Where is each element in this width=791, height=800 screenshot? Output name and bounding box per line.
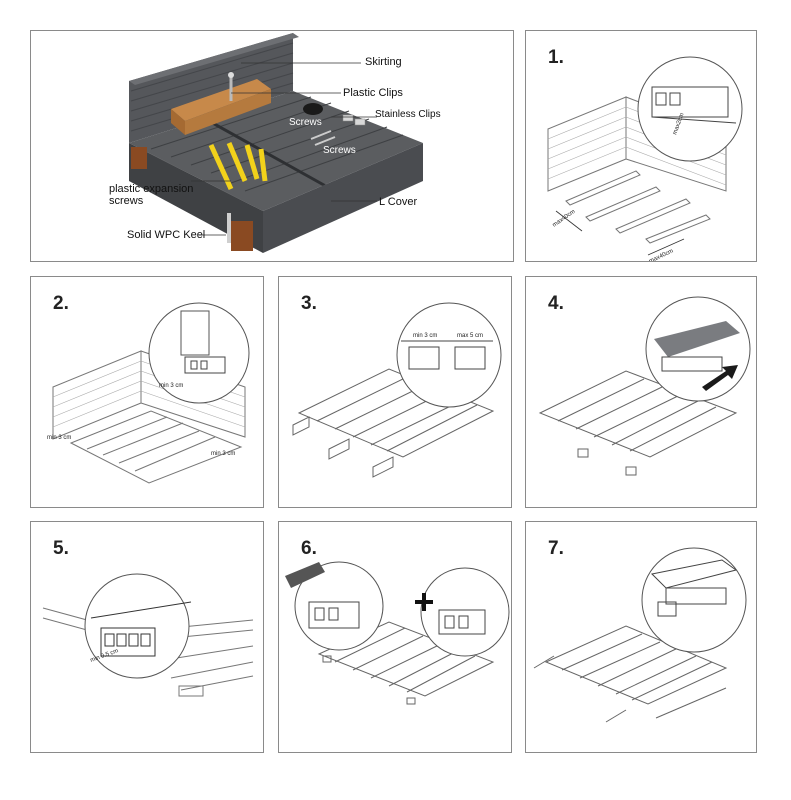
step-1-illustration: max40cm max40cm max2cm xyxy=(547,56,743,262)
step3-dim-1: max 5 cm xyxy=(457,333,483,339)
expansion-screws xyxy=(208,142,268,191)
step-6-illustration xyxy=(285,561,510,705)
step-4-number: 4. xyxy=(548,293,564,314)
step1-dim-2: max40cm xyxy=(648,248,674,262)
step2-zoom-circle xyxy=(148,302,250,404)
step-2-number: 2. xyxy=(53,293,69,314)
step-7-panel: 7. xyxy=(525,521,757,753)
expansion-screws-label: plastic expansion screws xyxy=(109,183,194,207)
step1-dim-1: max40cm xyxy=(552,209,577,229)
step-5-illustration: min 0.5 cm xyxy=(42,573,254,697)
step-3-panel: min 3 cm max 5 cm 3. xyxy=(278,276,512,508)
step4-zoom-circle xyxy=(645,296,751,402)
step-1-panel: max40cm max40cm max2cm 1. xyxy=(525,30,757,262)
l-cover xyxy=(263,143,423,253)
step-3-number: 3. xyxy=(301,293,317,314)
l-cover-label: L Cover xyxy=(379,196,418,208)
step6-zoom-right xyxy=(420,567,510,657)
plastic-clips-label: Plastic Clips xyxy=(343,87,403,99)
step-7-illustration xyxy=(533,547,747,723)
black-clip xyxy=(303,103,323,115)
plastic-clip-block xyxy=(171,79,271,121)
drill-icon xyxy=(285,562,325,588)
stainless-clips-label: Stainless Clips xyxy=(375,109,441,120)
step-1-number: 1. xyxy=(548,47,564,68)
keel-front xyxy=(231,221,253,251)
step-2-panel: min 3 cm min 3 cm min 3 cm 2. xyxy=(30,276,264,508)
keel-label: Solid WPC Keel xyxy=(127,229,206,241)
stainless-clip xyxy=(342,114,354,122)
step2-dim-1: min 3 cm xyxy=(47,435,71,441)
screws-label-2: Screws xyxy=(323,145,356,156)
step-3-illustration: min 3 cm max 5 cm xyxy=(292,302,502,478)
step-5-panel: min 0.5 cm 5. xyxy=(30,521,264,753)
step-4-illustration xyxy=(538,296,751,476)
step3-dim-0: min 3 cm xyxy=(413,333,437,339)
keel-left xyxy=(131,147,147,169)
skirting-label: Skirting xyxy=(365,56,402,68)
step-2-illustration: min 3 cm min 3 cm min 3 cm xyxy=(47,302,250,484)
overview-illustration xyxy=(129,33,423,253)
plus-icon xyxy=(415,593,433,611)
screws-label-1: Screws xyxy=(289,117,322,128)
overview-panel: Skirting Plastic Clips Stainless Clips S… xyxy=(30,30,514,262)
step2-dim-2: min 3 cm xyxy=(211,451,235,457)
step-6-number: 6. xyxy=(301,538,317,559)
step-6-panel: 6. xyxy=(278,521,512,753)
step-7-number: 7. xyxy=(548,538,564,559)
skirting-board xyxy=(129,33,293,143)
step3-zoom-circle xyxy=(396,302,502,408)
step5-zoom-circle xyxy=(84,573,190,679)
arrow-icon xyxy=(702,365,738,391)
step2-dim-0: min 3 cm xyxy=(159,383,183,389)
step-4-panel: 4. xyxy=(525,276,757,508)
screws xyxy=(310,130,332,140)
step-5-number: 5. xyxy=(53,538,69,559)
